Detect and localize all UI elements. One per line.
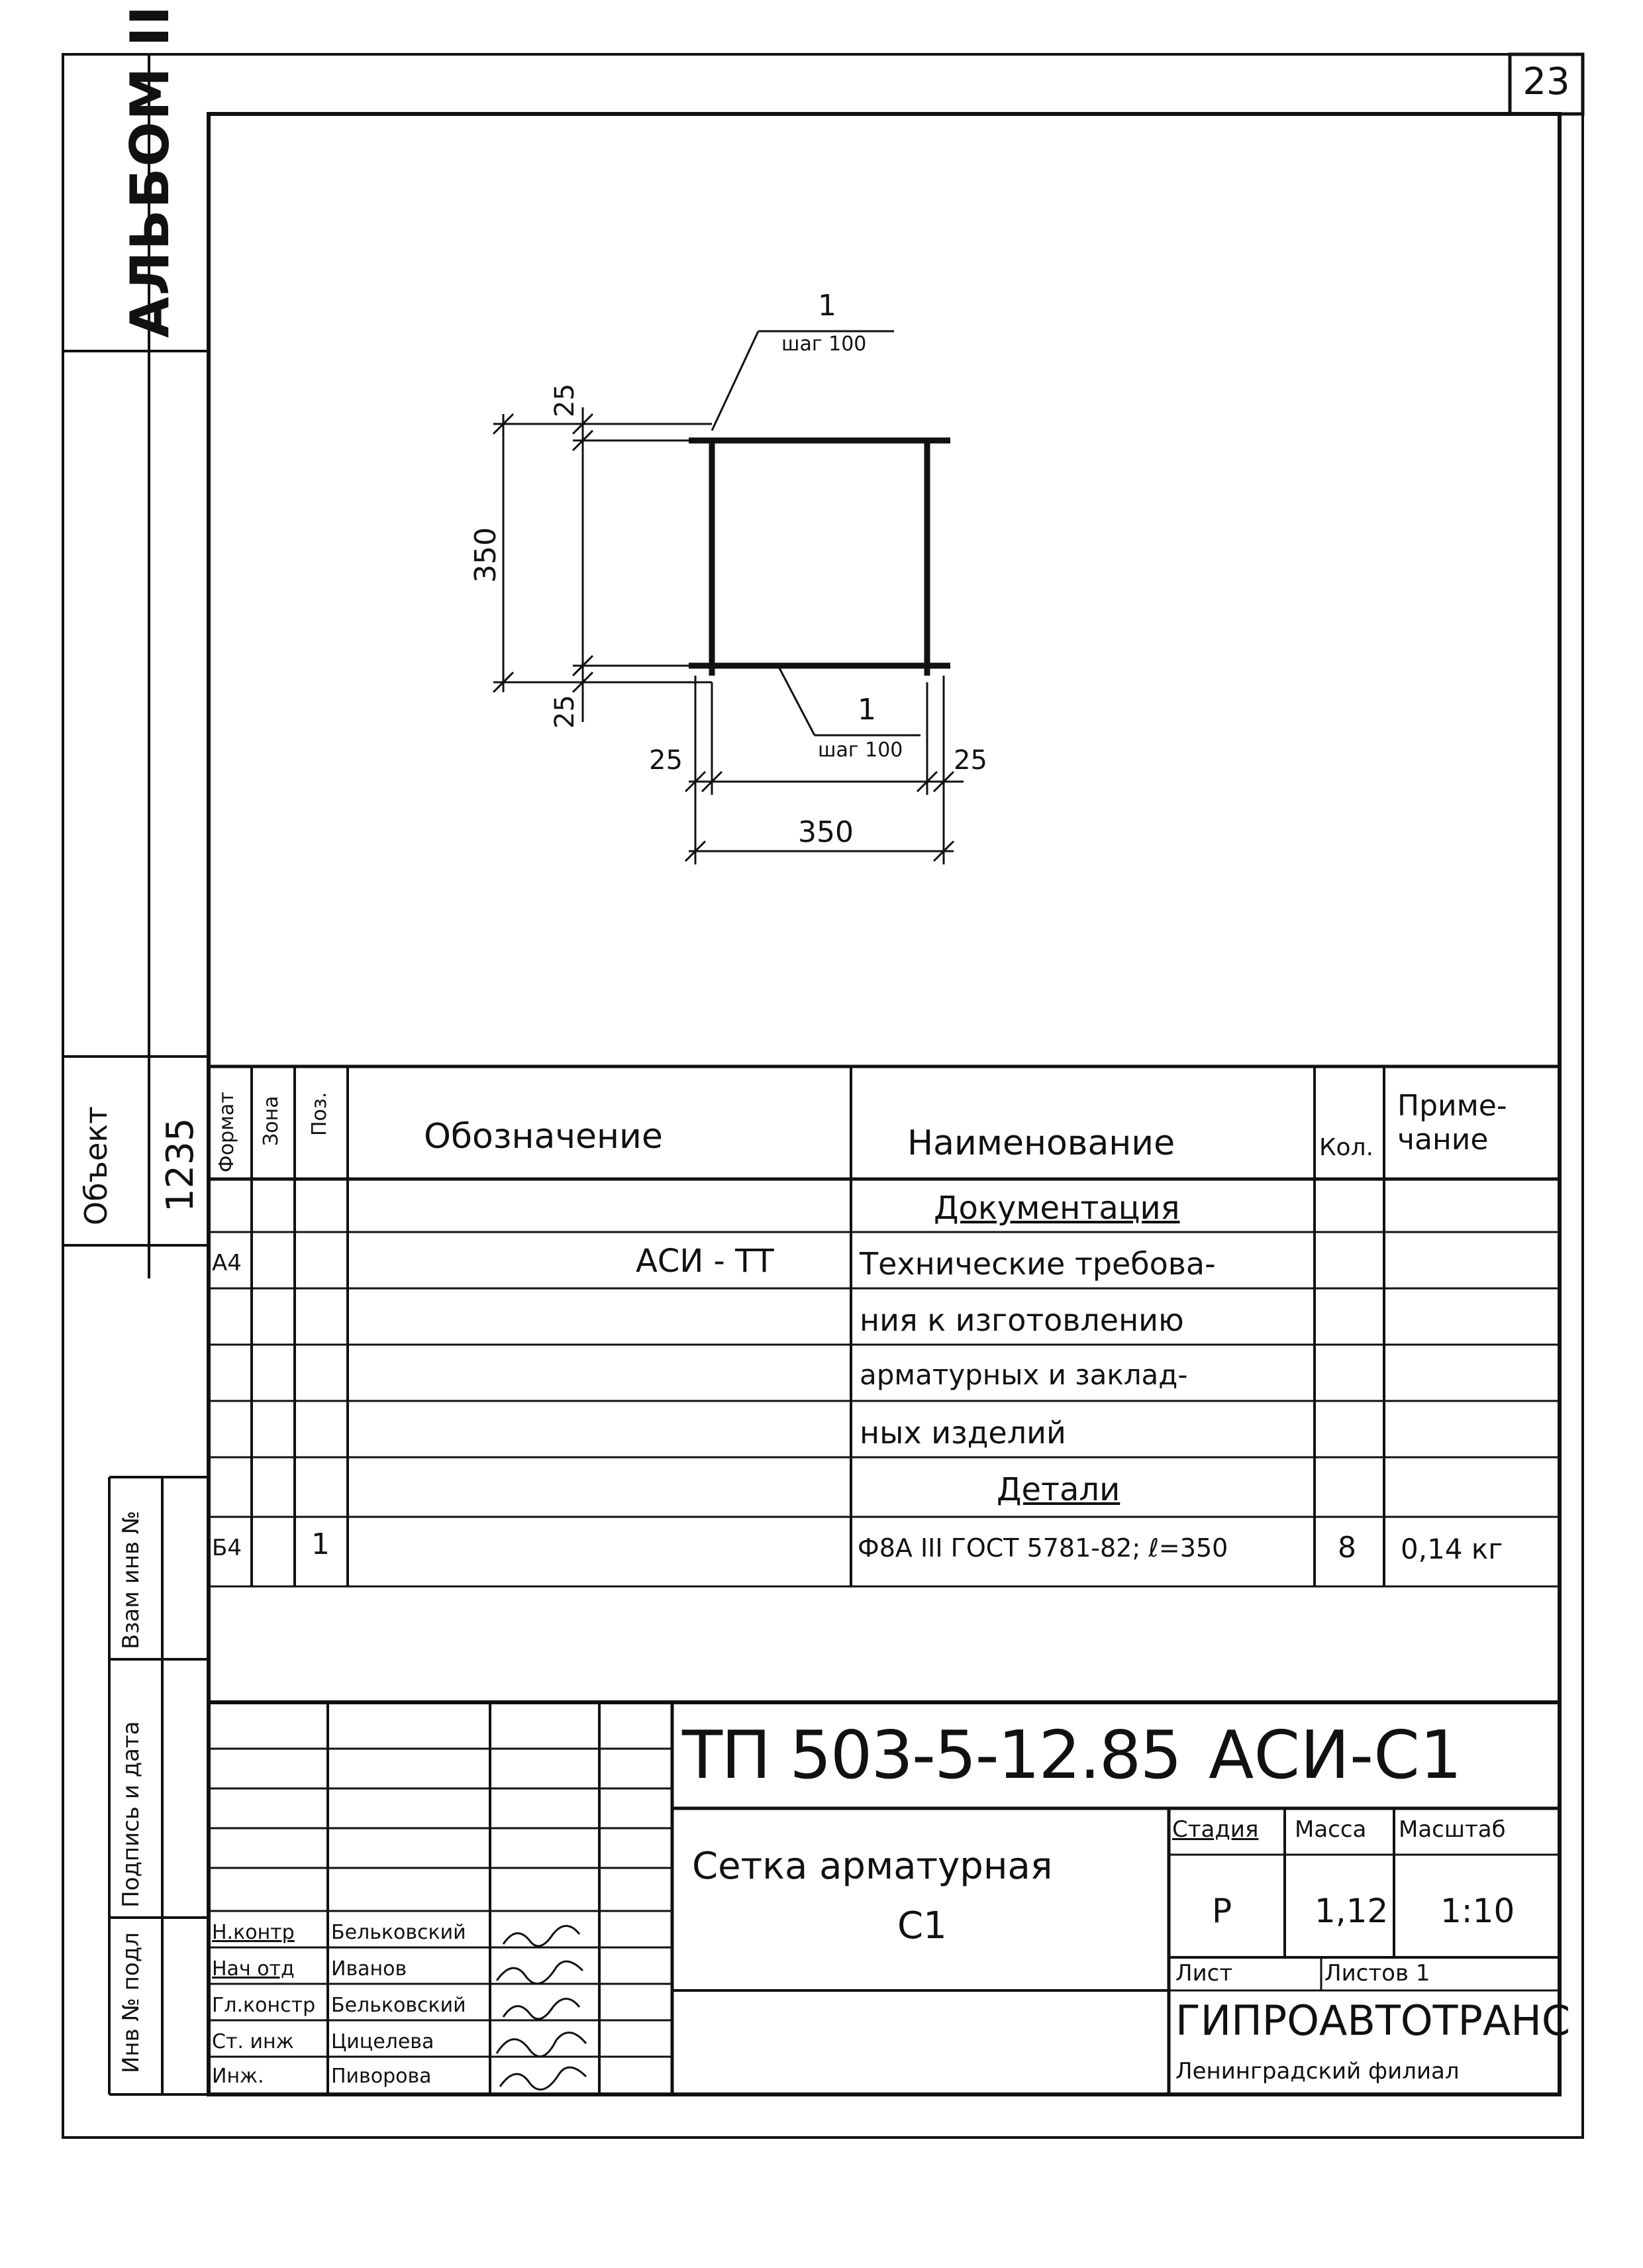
signature-4 xyxy=(495,2032,587,2057)
doc-name-line-1: Технические требова- xyxy=(860,1246,1216,1282)
header-qty: Кол. xyxy=(1319,1134,1374,1161)
mass-label: Масса xyxy=(1295,1816,1367,1843)
header-designation: Обозначение xyxy=(424,1117,663,1157)
header-note: Приме- чание xyxy=(1397,1089,1507,1157)
sheets-label: Листов 1 xyxy=(1324,1960,1430,1986)
sheet-number: 23 xyxy=(1522,60,1570,103)
sig-role-3: Гл.констр xyxy=(212,1994,316,2017)
detail-name: Ф8А III ГОСТ 5781-82; ℓ=350 xyxy=(858,1533,1228,1563)
doc-designation: АСИ - ТТ xyxy=(636,1243,774,1280)
bar-position-top: 1 xyxy=(818,289,836,323)
sig-name-5: Пиворова xyxy=(331,2065,432,2088)
doc-name-line-4: ных изделий xyxy=(860,1415,1066,1451)
mass-value: 1,12 xyxy=(1315,1892,1389,1930)
org-branch: Ленинградский филиал xyxy=(1175,2058,1460,2085)
dim-width-350: 350 xyxy=(798,815,854,849)
sig-name-1: Бельковский xyxy=(331,1921,466,1944)
detail-pos: 1 xyxy=(311,1527,330,1561)
dim-left-offset: 25 xyxy=(649,745,683,776)
stage-value: Р xyxy=(1212,1892,1232,1930)
signature-3 xyxy=(502,1998,581,2020)
sig-name-2: Иванов xyxy=(331,1957,407,1981)
sig-name-4: Цицелева xyxy=(331,2030,434,2053)
signature-2 xyxy=(495,1960,584,1984)
bar-step-top: шаг 100 xyxy=(781,333,867,356)
sig-role-4: Ст. инж xyxy=(212,2030,294,2053)
signature-5 xyxy=(499,2066,587,2090)
title-line-1: Сетка арматурная xyxy=(692,1845,1053,1888)
detail-note: 0,14 кг xyxy=(1401,1533,1503,1565)
detail-qty: 8 xyxy=(1338,1531,1356,1565)
title-line-2: С1 xyxy=(897,1904,947,1947)
sig-role-1: Н.контр xyxy=(212,1921,295,1944)
document-mark: АСИ-С1 xyxy=(1209,1716,1462,1794)
sig-role-5: Инж. xyxy=(212,2065,264,2088)
detail-format: Б4 xyxy=(212,1535,242,1561)
doc-format: А4 xyxy=(212,1250,242,1276)
doc-name-line-2: ния к изготовлению xyxy=(860,1302,1184,1338)
sig-name-3: Бельковский xyxy=(331,1994,466,2017)
section-documentation: Документация xyxy=(934,1190,1180,1227)
sheet-label: Лист xyxy=(1175,1960,1233,1986)
header-name: Наименование xyxy=(907,1123,1175,1163)
stage-label: Стадия xyxy=(1172,1816,1259,1843)
sig-role-2: Нач отд xyxy=(212,1957,295,1981)
section-details: Детали xyxy=(997,1471,1120,1508)
scale-label: Масштаб xyxy=(1399,1816,1506,1843)
bar-position-bottom: 1 xyxy=(858,693,876,727)
scale-value: 1:10 xyxy=(1440,1892,1515,1930)
doc-code: ТП 503-5-12.85 xyxy=(682,1716,1182,1794)
bar-step-bottom: шаг 100 xyxy=(818,739,903,762)
dim-right-offset: 25 xyxy=(954,745,987,776)
signature-1 xyxy=(502,1925,581,1947)
doc-name-line-3: арматурных и заклад- xyxy=(860,1359,1188,1391)
org-name: ГИПРОАВТОТРАНС xyxy=(1175,1996,1571,2045)
